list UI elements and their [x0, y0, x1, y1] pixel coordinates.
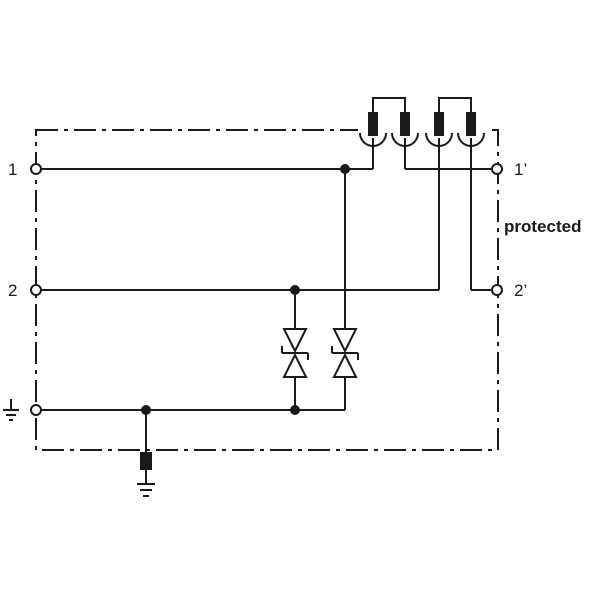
terminal-2-out	[491, 284, 503, 296]
series-elements	[358, 112, 490, 147]
earth-rail	[41, 409, 345, 484]
terminal-2	[30, 284, 42, 296]
series-resistor-icon	[400, 112, 410, 136]
series-resistor-icon	[368, 112, 378, 136]
series-resistor-icon	[434, 112, 444, 136]
ground-icon	[137, 483, 155, 497]
terminal-earth	[30, 404, 42, 416]
junction-dots	[141, 164, 350, 415]
terminal-2-label: 2	[8, 281, 17, 300]
series-resistor-icon	[140, 452, 152, 470]
bidirectional-tvs-diode-icon	[331, 320, 359, 386]
terminal-1-label: 1	[8, 160, 17, 179]
line-1-wiring	[41, 97, 491, 170]
terminal-1-out-label: 1’	[514, 160, 527, 179]
line-2-wiring	[41, 97, 491, 291]
terminal-1-out	[491, 163, 503, 175]
protected-label: protected	[504, 217, 581, 236]
ground-icon	[3, 399, 19, 421]
terminal-2-out-label: 2’	[514, 281, 527, 300]
series-resistor-icon	[466, 112, 476, 136]
terminal-1	[30, 163, 42, 175]
bidirectional-tvs-diode-icon	[281, 320, 309, 386]
